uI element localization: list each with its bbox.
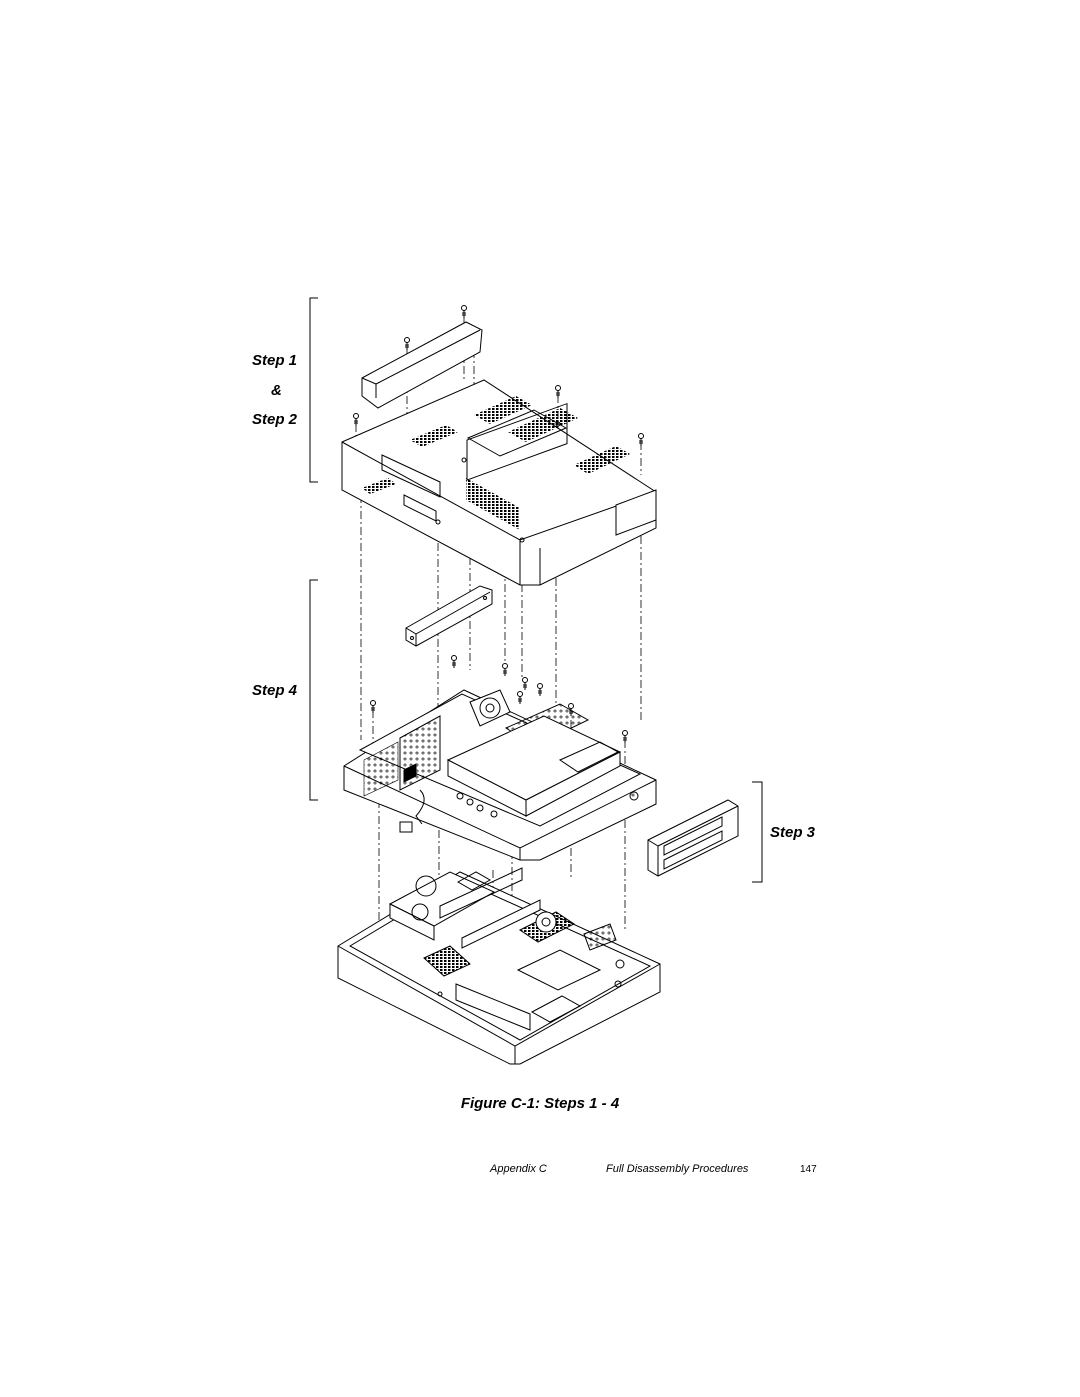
ampersand-label: & (271, 382, 282, 399)
front-bezel-part (647, 799, 739, 877)
figure-caption: Figure C-1: Steps 1 - 4 (460, 1095, 620, 1112)
chassis-assembly (343, 689, 657, 861)
step-1-label: Step 1 (252, 352, 298, 369)
base-assembly (337, 867, 661, 1065)
step-3-label: Step 3 (770, 824, 816, 841)
step-4-bracket (309, 579, 318, 801)
step-1-2-bracket (309, 297, 318, 483)
step-2-label: Step 2 (252, 411, 298, 428)
top-cover (341, 379, 657, 586)
top-bracket-part (361, 321, 483, 409)
step-3-bracket (752, 781, 763, 883)
page-number: 147 (800, 1164, 817, 1175)
footer-appendix: Appendix C (490, 1163, 547, 1175)
footer-section-title: Full Disassembly Procedures (606, 1163, 749, 1175)
step-4-label: Step 4 (252, 682, 298, 699)
middle-bracket-part (405, 585, 493, 647)
